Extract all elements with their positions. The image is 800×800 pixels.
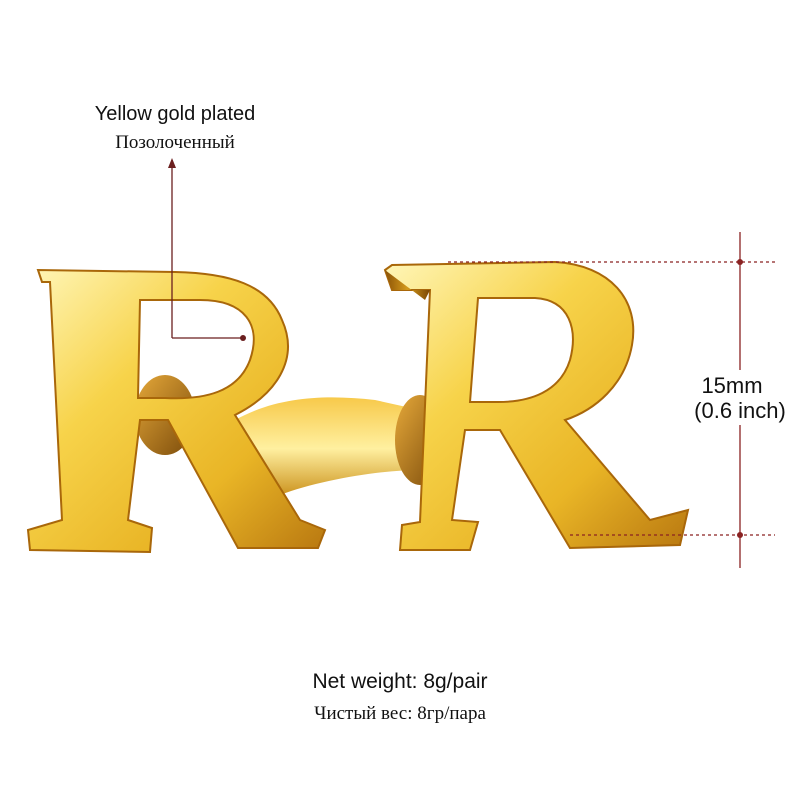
height-dimension-marker bbox=[448, 232, 775, 568]
dimension-mm-label: 15mm bbox=[701, 373, 763, 398]
material-annotation-line bbox=[168, 158, 246, 341]
right-cufflink-letter-r bbox=[383, 260, 690, 551]
left-cufflink-letter-r bbox=[26, 268, 327, 554]
material-label-en: Yellow gold plated bbox=[94, 103, 256, 125]
net-weight-label-ru: Чистый вес: 8гр/пара bbox=[314, 703, 486, 724]
dimension-inch-label: (0.6 inch) bbox=[694, 398, 786, 423]
net-weight-label-en: Net weight: 8g/pair bbox=[312, 670, 488, 693]
material-label-ru: Позолоченный bbox=[115, 132, 235, 153]
